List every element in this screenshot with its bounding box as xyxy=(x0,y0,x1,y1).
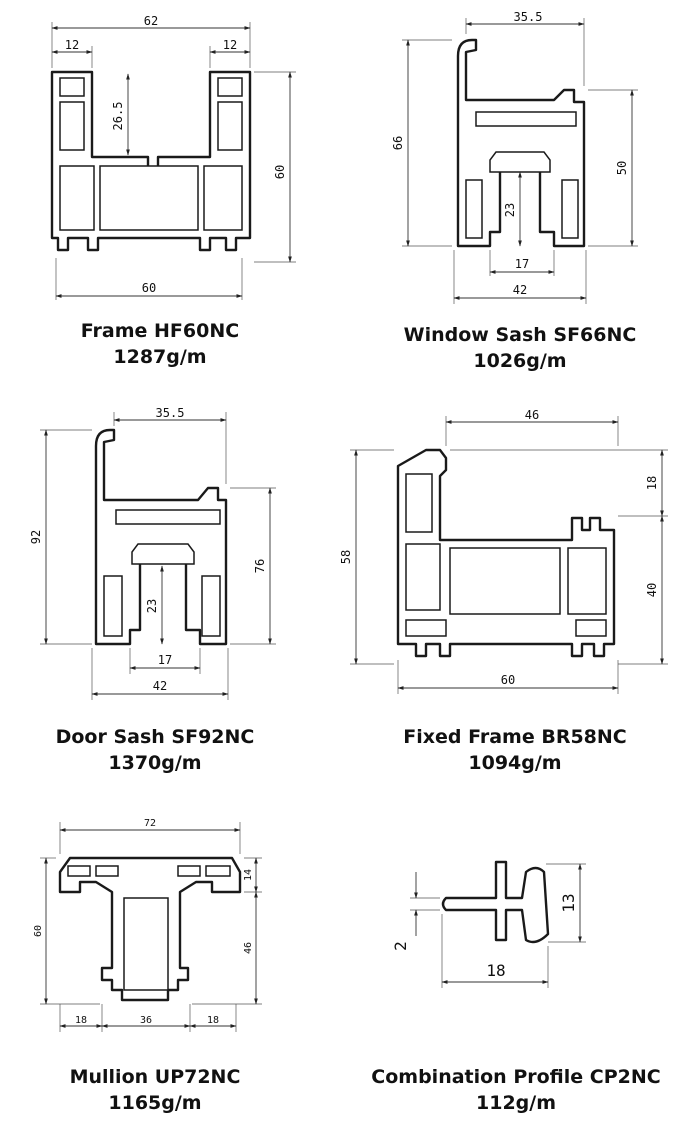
profile-name: Fixed Frame BR58NC xyxy=(403,726,627,748)
mullion-dim-bottom-right: 18 xyxy=(207,1015,219,1026)
profile-weight: 1026g/m xyxy=(473,350,567,372)
mullion-dim-right: 46 xyxy=(243,942,254,954)
frame-dim-top: 62 xyxy=(144,14,158,28)
door-dim-inner: 23 xyxy=(145,599,159,613)
mullion-up72nc-drawing: 72 60 14 46 18 36 18 xyxy=(33,818,262,1032)
caption-combination-cp2nc: Combination Profile CP2NC 112g/m xyxy=(338,1064,694,1116)
combo-dim-bottom: 18 xyxy=(486,961,505,980)
fixed-dim-right-bottom: 40 xyxy=(645,583,659,597)
caption-door-sash-sf92nc: Door Sash SF92NC 1370g/m xyxy=(20,724,290,776)
door-sash-sf92nc-drawing: 35.5 92 76 23 17 42 xyxy=(29,406,276,700)
profile-weight: 1370g/m xyxy=(108,752,202,774)
profile-name: Mullion UP72NC xyxy=(69,1066,241,1088)
window-sash-sf66nc-drawing: 35.5 66 50 23 17 42 xyxy=(391,10,638,304)
caption-fixed-frame-br58nc: Fixed Frame BR58NC 1094g/m xyxy=(370,724,660,776)
mullion-dim-top: 72 xyxy=(144,818,156,829)
profile-name: Door Sash SF92NC xyxy=(55,726,255,748)
frame-dim-inner: 26.5 xyxy=(111,102,125,131)
frame-dim-right: 60 xyxy=(273,165,287,179)
door-dim-right: 76 xyxy=(253,559,267,573)
door-dim-slot: 17 xyxy=(158,653,172,667)
caption-window-sash-sf66nc: Window Sash SF66NC 1026g/m xyxy=(370,322,670,374)
window-dim-top: 35.5 xyxy=(514,10,543,24)
combination-cp2nc-drawing: 2 13 18 xyxy=(391,860,586,988)
frame-dim-top-left: 12 xyxy=(65,38,79,52)
fixed-frame-br58nc-drawing: 46 58 18 40 60 xyxy=(339,408,668,694)
fixed-dim-left: 58 xyxy=(339,550,353,564)
mullion-dim-bottom-mid: 36 xyxy=(140,1015,152,1026)
fixed-dim-bottom: 60 xyxy=(501,673,515,687)
window-dim-inner: 23 xyxy=(503,203,517,217)
mullion-dim-bottom-left: 18 xyxy=(75,1015,87,1026)
fixed-dim-top: 46 xyxy=(525,408,539,422)
frame-dim-top-right: 12 xyxy=(223,38,237,52)
profile-name: Window Sash SF66NC xyxy=(403,324,637,346)
fixed-dim-right-top: 18 xyxy=(645,476,659,490)
profile-name: Combination Profile CP2NC xyxy=(371,1066,661,1088)
caption-mullion-up72nc: Mullion UP72NC 1165g/m xyxy=(20,1064,290,1116)
frame-hf60nc-drawing: 62 12 12 26.5 60 60 xyxy=(50,14,296,300)
mullion-dim-right-top: 14 xyxy=(243,869,254,881)
door-dim-top: 35.5 xyxy=(156,406,185,420)
door-dim-left: 92 xyxy=(29,530,43,544)
window-dim-slot: 17 xyxy=(515,257,529,271)
combo-dim-left: 2 xyxy=(391,941,410,951)
mullion-dim-left: 60 xyxy=(33,925,44,937)
frame-dim-bottom: 60 xyxy=(142,281,156,295)
combo-dim-right: 13 xyxy=(559,893,578,912)
window-dim-left: 66 xyxy=(391,136,405,150)
window-dim-bottom: 42 xyxy=(513,283,527,297)
profile-weight: 1094g/m xyxy=(468,752,562,774)
profile-name: Frame HF60NC xyxy=(80,320,240,342)
window-dim-right: 50 xyxy=(615,161,629,175)
profile-weight: 1165g/m xyxy=(108,1092,202,1114)
profile-weight: 1287g/m xyxy=(113,346,207,368)
profile-weight: 112g/m xyxy=(476,1092,556,1114)
caption-frame-hf60nc: Frame HF60NC 1287g/m xyxy=(30,318,290,370)
door-dim-bottom: 42 xyxy=(153,679,167,693)
